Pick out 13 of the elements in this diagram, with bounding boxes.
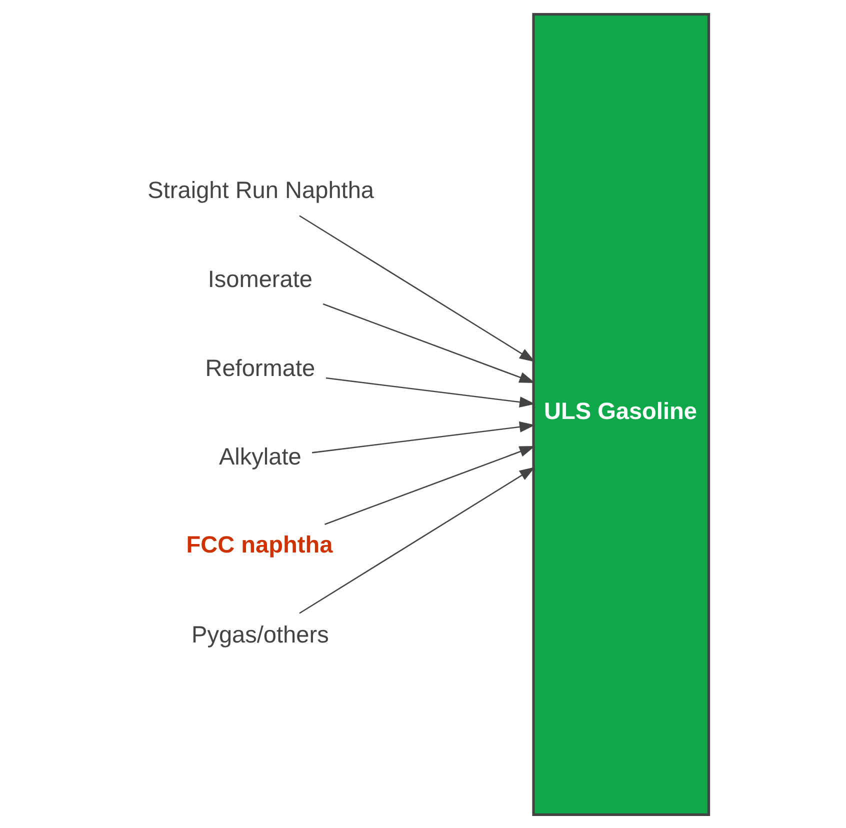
arrow [299,466,536,614]
node-text: Pygas/others [192,621,329,648]
arrow [322,302,536,382]
node-text: FCC naphtha [186,530,333,557]
arrow [299,214,536,362]
node-text: Isomerate [208,265,312,292]
node-text: Straight Run Naphtha [148,176,374,202]
arrow [312,420,536,453]
arrow [324,446,536,524]
arrow [326,376,536,408]
node-text: Alkylate [218,443,302,470]
node-text: Reformate [205,354,316,380]
node-box: ULS Gasoline [532,12,710,816]
